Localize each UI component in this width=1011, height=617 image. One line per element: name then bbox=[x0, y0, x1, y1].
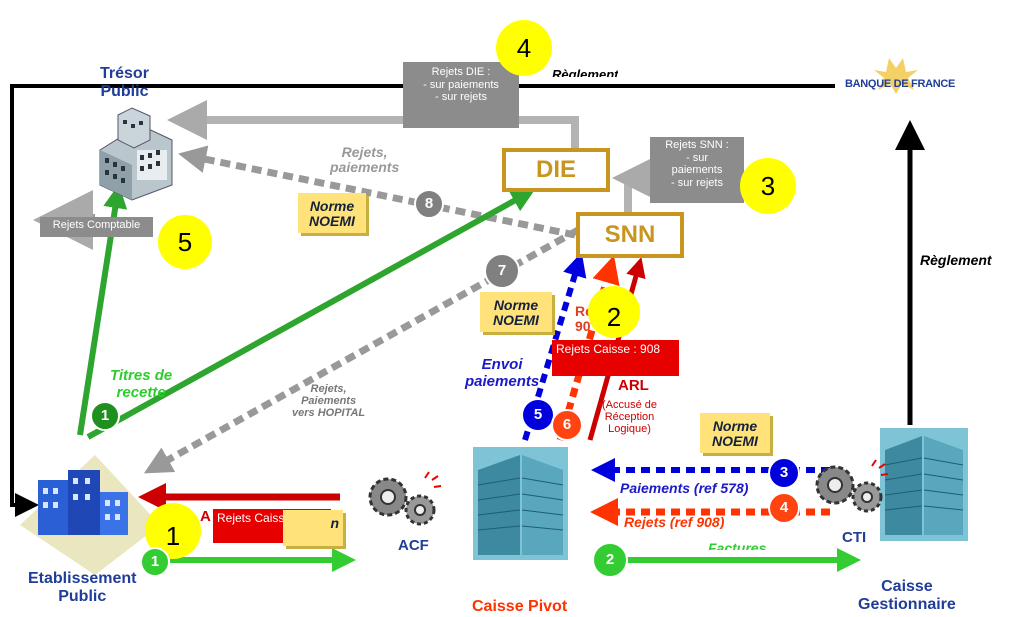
titres-de-recette-label: Titres de recette bbox=[110, 368, 173, 401]
rejets-caisse-908-box: Rejets Caisse : 908 bbox=[552, 340, 679, 376]
snn-box: SNN bbox=[576, 212, 684, 258]
green-step-1-bottom-circle: 1 bbox=[140, 547, 170, 577]
tresor-building-icon bbox=[99, 107, 173, 201]
factures-label: Factures bbox=[708, 541, 767, 550]
green-step-1-top-circle: 1 bbox=[90, 401, 120, 431]
partial-a-label: A bbox=[200, 508, 211, 525]
caisse-pivot-label: Caisse Pivot bbox=[472, 598, 568, 615]
acf-label: ACF bbox=[398, 537, 429, 554]
banque-de-france-label: BANQUE DE FRANCE bbox=[845, 78, 956, 90]
rejets-comptable-box: Rejets Comptable bbox=[40, 217, 153, 237]
norme-noemi-note-3: Norme NOEMI bbox=[700, 413, 770, 453]
acf-gears-icon bbox=[368, 471, 442, 526]
arl-detail-label: (Accusé de Réception Logique) bbox=[602, 399, 658, 436]
tresor-public-label: Trésor Public bbox=[100, 65, 149, 100]
gray-step-8-circle: 8 bbox=[414, 189, 444, 219]
partial-yellow-note: n bbox=[283, 510, 343, 546]
etablissement-building-icon bbox=[20, 455, 160, 575]
caisse-gestionnaire-building-icon bbox=[880, 428, 968, 541]
blue-step-5-circle: 5 bbox=[521, 398, 555, 432]
step-2-circle: 2 bbox=[588, 286, 640, 338]
step-5-circle: 5 bbox=[158, 215, 212, 269]
die-box: DIE bbox=[502, 148, 610, 192]
cti-label: CTI bbox=[842, 529, 867, 546]
banque-de-france-logo bbox=[874, 58, 918, 94]
step-4-circle: 4 bbox=[496, 20, 552, 76]
etablissement-public-label: Etablissement Public bbox=[28, 570, 137, 605]
gray-step-7-circle: 7 bbox=[484, 253, 520, 289]
norme-noemi-note-2: Norme NOEMI bbox=[480, 292, 552, 332]
step-3-circle: 3 bbox=[740, 158, 796, 214]
rejets-paiements-top-label: Rejets, paiements bbox=[330, 145, 400, 176]
titres-recette-die-arrow bbox=[86, 189, 536, 440]
caisse-pivot-building-icon bbox=[473, 447, 568, 560]
rejets-paiements-hopital-label: Rejets, Paiements vers HOPITAL bbox=[292, 383, 366, 420]
green-step-2-circle: 2 bbox=[592, 542, 628, 578]
cti-gears-icon bbox=[815, 459, 889, 513]
paiements-578-label: Paiements (ref 578) bbox=[620, 480, 749, 496]
rejets-die-box: Rejets DIE : - sur paiements - sur rejet… bbox=[403, 62, 519, 128]
die-to-tresor-arrow bbox=[167, 100, 579, 160]
caisse-gestionnaire-label: Caisse Gestionnaire bbox=[858, 578, 956, 613]
red-step-6-circle: 6 bbox=[551, 409, 583, 441]
rejets-paiements-tresor-arrow bbox=[178, 145, 576, 239]
reglement-right-label: Règlement bbox=[920, 252, 992, 268]
blue-step-3-circle: 3 bbox=[768, 457, 800, 489]
rejets-snn-box: Rejets SNN : - sur paiements - sur rejet… bbox=[650, 137, 744, 203]
rejets-908-label: Rejets (ref 908) bbox=[624, 515, 725, 529]
snn-to-die-arrow bbox=[612, 158, 652, 212]
arl-label: ARL bbox=[618, 377, 649, 394]
envoi-paiements-label: Envoi paiements bbox=[465, 356, 540, 390]
red-step-4-circle: 4 bbox=[768, 492, 800, 524]
reglement-top-label: Règlement bbox=[552, 68, 619, 77]
norme-noemi-note-1: Norme NOEMI bbox=[298, 193, 366, 233]
